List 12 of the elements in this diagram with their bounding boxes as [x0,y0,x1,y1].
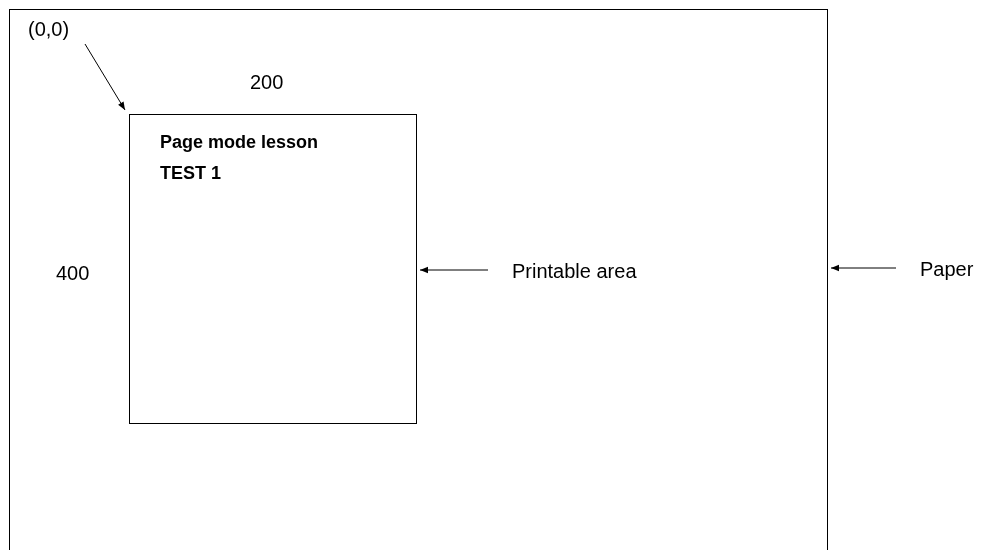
dimension-label: 400 [56,261,90,285]
leader-arrow [84,43,126,111]
annotation-text: Paper [920,257,974,282]
dimension-label: 200 [250,70,284,94]
sample-text: TEST 1 [160,162,221,185]
paper-rectangle [9,9,828,550]
sample-text: Page mode lesson [160,131,319,154]
leader-arrow [419,266,489,274]
annotation-text: Printable area [512,259,637,284]
annotation-text: (0,0) [28,17,70,42]
leader-arrow [830,264,897,272]
printable-area-rectangle [129,114,417,424]
